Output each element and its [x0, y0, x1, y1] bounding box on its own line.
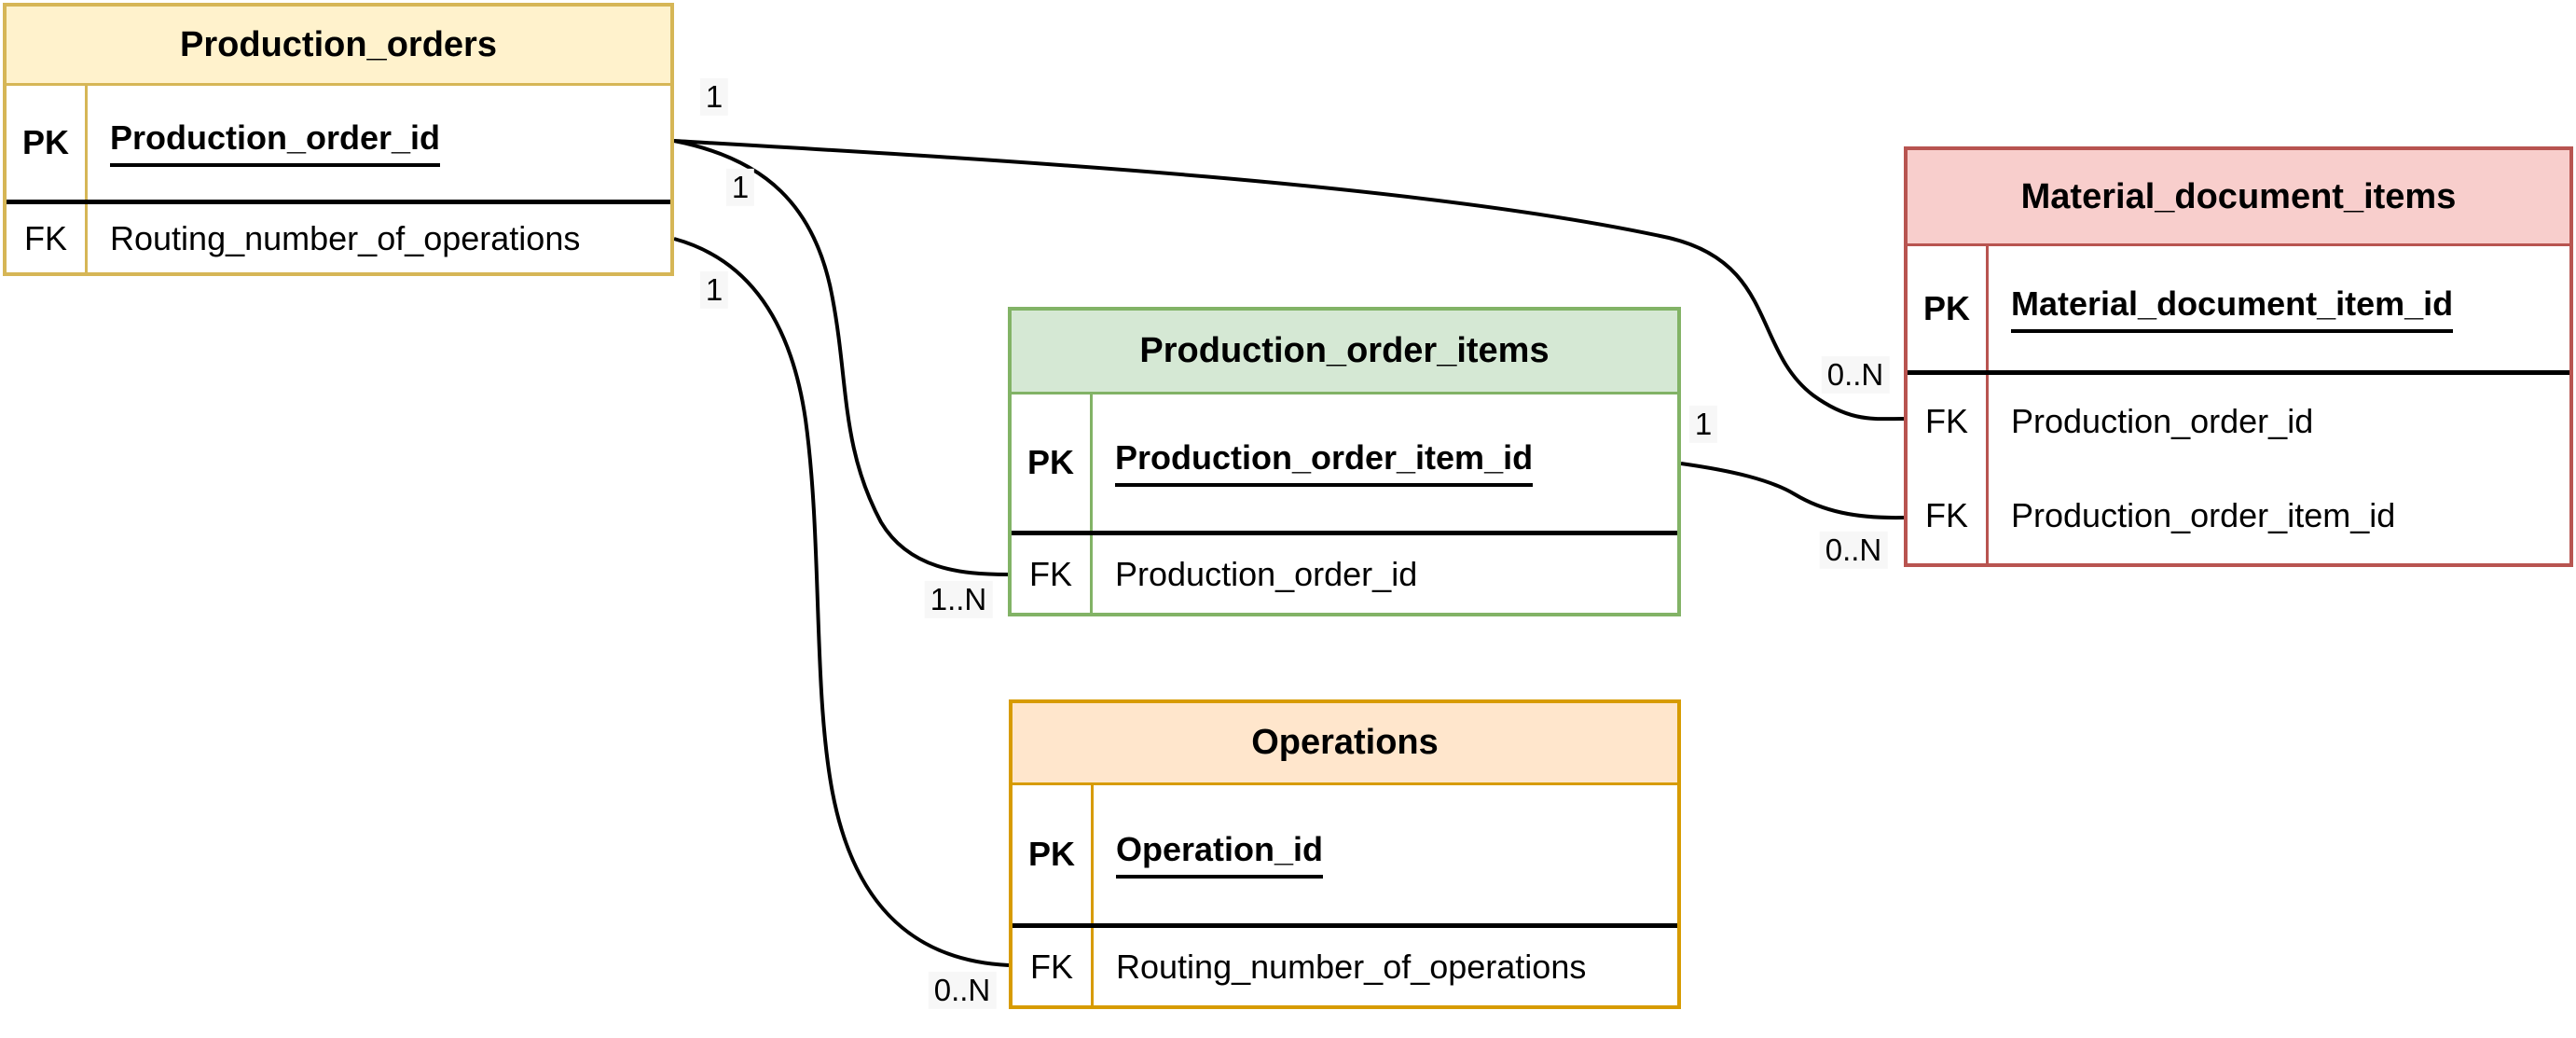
entity-row: PK Operation_id [1012, 785, 1677, 923]
field-cell: Routing_number_of_operations [1116, 947, 1587, 986]
cardinality-label-po-op-source: 1 [699, 270, 729, 310]
key-cell: FK [1012, 928, 1094, 1005]
entity-title: Operations [1012, 703, 1677, 785]
entity-row: PK Production_order_id [7, 86, 670, 200]
cardinality-label-po-op-target: 0..N [928, 971, 997, 1010]
key-cell: PK [1012, 785, 1094, 923]
entity-title: Material_document_items [1908, 150, 2569, 246]
entity-title: Production_orders [7, 7, 670, 86]
key-cell: FK [1012, 535, 1093, 613]
cardinality-label-poi-mdi-source: 1 [1688, 405, 1718, 444]
key-cell: PK [7, 86, 88, 200]
cardinality-label-po-mdi-source: 1 [699, 77, 729, 117]
field-cell: Routing_number_of_operations [110, 218, 581, 257]
pk-field-text: Production_order_item_id [1115, 438, 1534, 487]
field-cell: Production_order_id [1115, 554, 1418, 593]
connector-production-order-items-material-document-items [1680, 462, 1905, 520]
key-cell: FK [1908, 375, 1989, 467]
entity-production-orders: Production_orders PK Production_order_id… [3, 3, 674, 276]
entity-operations: Operations PK Operation_id FK Routing_nu… [1009, 699, 1681, 1009]
entity-row: FK Production_order_id [1012, 531, 1677, 613]
pk-field-text: Operation_id [1116, 830, 1324, 879]
field-cell: Production_order_item_id [2011, 495, 2396, 534]
cardinality-label-poi-mdi-target: 0..N [1819, 531, 1888, 570]
field-cell: Production_order_item_id [1093, 394, 1677, 531]
key-cell: PK [1908, 246, 1989, 370]
entity-row: FK Routing_number_of_operations [7, 200, 670, 272]
connector-production-orders-material-document-items [673, 139, 1905, 422]
field-cell: Operation_id [1094, 785, 1677, 923]
field-cell: Production_order_id [2011, 401, 2314, 440]
entity-production-order-items: Production_order_items PK Production_ord… [1008, 307, 1681, 616]
entity-row: FK Routing_number_of_operations [1012, 923, 1677, 1005]
entity-row: FK Production_order_id [1908, 370, 2569, 467]
entity-title: Production_order_items [1012, 311, 1677, 394]
key-cell: FK [7, 204, 88, 272]
connector-production-orders-operations [673, 237, 1010, 967]
entity-row: PK Production_order_item_id [1012, 394, 1677, 531]
field-cell: Production_order_id [88, 86, 670, 200]
cardinality-label-po-mdi-target: 0..N [1821, 355, 1890, 394]
pk-field-text: Production_order_id [110, 118, 441, 167]
connector-production-orders-production-order-items [673, 139, 1009, 576]
entity-row: PK Material_document_item_id [1908, 246, 2569, 370]
field-cell: Material_document_item_id [1989, 246, 2569, 370]
entity-row: FK Production_order_item_id [1908, 467, 2569, 563]
entity-material-document-items: Material_document_items PK Material_docu… [1904, 146, 2573, 567]
cardinality-label-po-poi-target: 1..N [924, 580, 993, 619]
cardinality-label-po-poi-source: 1 [725, 168, 755, 207]
pk-field-text: Material_document_item_id [2011, 284, 2454, 333]
key-cell: FK [1908, 467, 1989, 563]
key-cell: PK [1012, 394, 1093, 531]
